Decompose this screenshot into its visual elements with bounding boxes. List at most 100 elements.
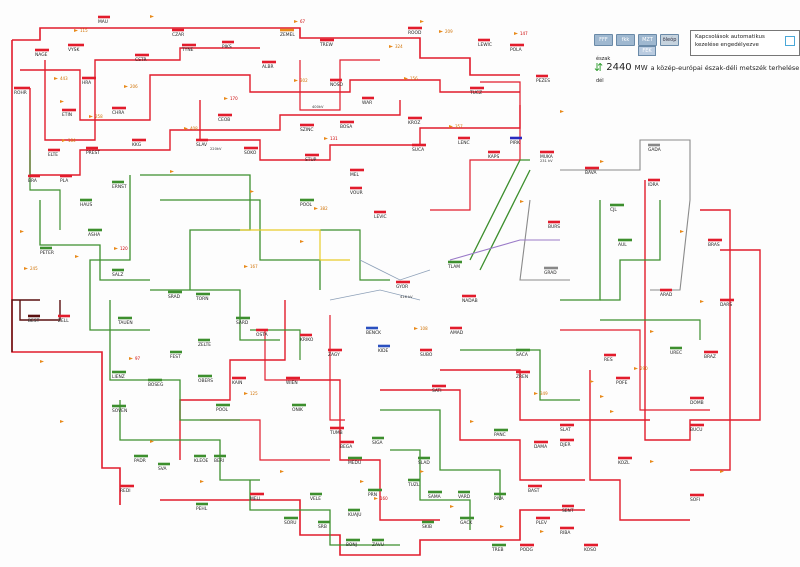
flow-number: 382 <box>320 206 328 211</box>
station-label: POLA <box>510 47 522 53</box>
station-label: SUCA <box>412 147 424 153</box>
automatic-box-line1: Kapcsolások automatikus <box>695 34 765 40</box>
flow-arrow-icon <box>420 20 424 23</box>
voltage-label: 231 kV <box>540 159 553 163</box>
station-label: HRA <box>82 80 91 86</box>
station-label: TREW <box>319 42 334 48</box>
station-label: BENCK <box>366 330 381 336</box>
flow-arrow-icon <box>600 160 604 163</box>
station-label: SZINC <box>300 127 313 133</box>
station-label: BUCU <box>690 427 703 433</box>
flow-arrow-icon <box>470 420 474 423</box>
station-label: ZREN <box>516 374 528 380</box>
flow-arrow-icon <box>89 115 93 118</box>
transmission-line-24 <box>140 174 251 290</box>
automatic-switching-checkbox[interactable] <box>785 36 795 46</box>
transmission-line-28 <box>29 150 61 230</box>
station-label: PEZES <box>536 78 550 84</box>
transmission-line-27 <box>39 200 150 281</box>
station-label: BRAS <box>708 242 720 248</box>
flow-arrow-icon <box>439 30 443 33</box>
flow-arrow-icon <box>74 29 78 32</box>
flow-number: 209 <box>445 29 453 34</box>
station-label: DOMB <box>690 400 704 406</box>
station-label: LEWIC <box>478 42 492 48</box>
view-button-3[interactable]: MZT <box>638 34 657 46</box>
flow-arrow-icon <box>124 85 128 88</box>
automatic-box-line2: kezelése engedélyezve <box>695 42 759 48</box>
station-label: LENC <box>458 140 470 146</box>
flow-number: 349 <box>540 391 548 396</box>
station-label: PLA <box>60 178 68 184</box>
station-label: ARAD <box>660 292 673 298</box>
station-label: DARS <box>720 302 732 308</box>
station-label: KROZ <box>408 120 420 126</box>
transmission-line-12 <box>380 389 585 481</box>
flow-number: 125 <box>250 391 258 396</box>
transmission-line-26 <box>150 289 280 341</box>
view-button-1[interactable]: FFF <box>594 34 613 46</box>
voltage-label: 220kV <box>210 147 222 151</box>
station-label: KUAJU <box>348 512 362 518</box>
station-label: GYOR <box>396 284 408 290</box>
transmission-line-43 <box>519 199 570 281</box>
station-label: ZELTE <box>198 342 211 348</box>
voltage-label: 400kV <box>312 105 324 109</box>
flow-arrow-icon <box>634 367 638 370</box>
flow-arrow-icon <box>389 45 393 48</box>
station-label: SKIB <box>422 524 432 530</box>
transmission-line-33 <box>390 449 471 530</box>
flow-number: 147 <box>520 31 528 36</box>
station-label: MAU <box>98 19 108 25</box>
station-label: PODG <box>520 547 533 553</box>
station-label: AUL <box>618 242 627 248</box>
station-label: GRAD <box>544 270 557 276</box>
flow-number: 167 <box>250 264 258 269</box>
station-label: SENT <box>562 508 574 514</box>
flow-number: 206 <box>130 84 138 89</box>
station-label: ROHR <box>14 90 27 96</box>
flow-arrow-icon <box>650 330 654 333</box>
transmission-line-7 <box>430 81 521 211</box>
station-label: ZAVU <box>372 542 384 548</box>
transmission-line-23 <box>89 175 150 331</box>
flow-arrow-icon <box>590 380 594 383</box>
station-label: ZEMEL <box>280 32 295 38</box>
flow-arrow-icon <box>534 392 538 395</box>
station-label: FEST <box>170 354 181 360</box>
station-label: NAGE <box>35 52 48 58</box>
station-label: REDI <box>120 488 131 494</box>
flow-arrow-icon <box>184 127 188 130</box>
station-label: TLAM <box>447 264 460 270</box>
flow-number: 290 <box>640 366 648 371</box>
transmission-line-42 <box>560 139 691 291</box>
station-label: PIVA <box>494 496 504 502</box>
station-label: SRAD <box>168 294 181 300</box>
station-label: NADAB <box>462 298 478 304</box>
view-button-2[interactable]: fkk <box>616 34 635 46</box>
transmission-line-37 <box>469 159 530 261</box>
station-label: OBERS <box>198 378 213 384</box>
station-label: ZAGY <box>328 352 340 358</box>
transmission-line-44 <box>240 229 350 261</box>
station-label: VYSK <box>68 47 79 53</box>
station-label: VARD <box>458 494 471 500</box>
flow-arrow-icon <box>40 360 44 363</box>
station-label: BEST <box>28 318 40 324</box>
transmission-line-3 <box>44 47 260 141</box>
control-panel: FFF fkk MZT öleóp FEK Kapcsolások automa… <box>594 28 800 88</box>
flow-arrow-icon <box>129 357 133 360</box>
station-label: BAST <box>528 488 540 494</box>
flow-arrow-icon <box>449 125 453 128</box>
station-label: BRAZ <box>704 354 716 360</box>
view-button-4[interactable]: öleóp <box>660 34 679 46</box>
transmission-line-25 <box>160 199 321 290</box>
station-label: SATI <box>432 388 442 394</box>
transmission-line-13 <box>440 369 650 421</box>
station-label: SLAT <box>560 427 571 433</box>
secondary-button[interactable]: FEK <box>638 46 656 56</box>
flow-arrow-icon <box>114 247 118 250</box>
automatic-switching-box: Kapcsolások automatikus kezelése engedél… <box>690 30 800 56</box>
transmission-line-8 <box>299 59 380 111</box>
transmission-line-19 <box>329 315 345 421</box>
